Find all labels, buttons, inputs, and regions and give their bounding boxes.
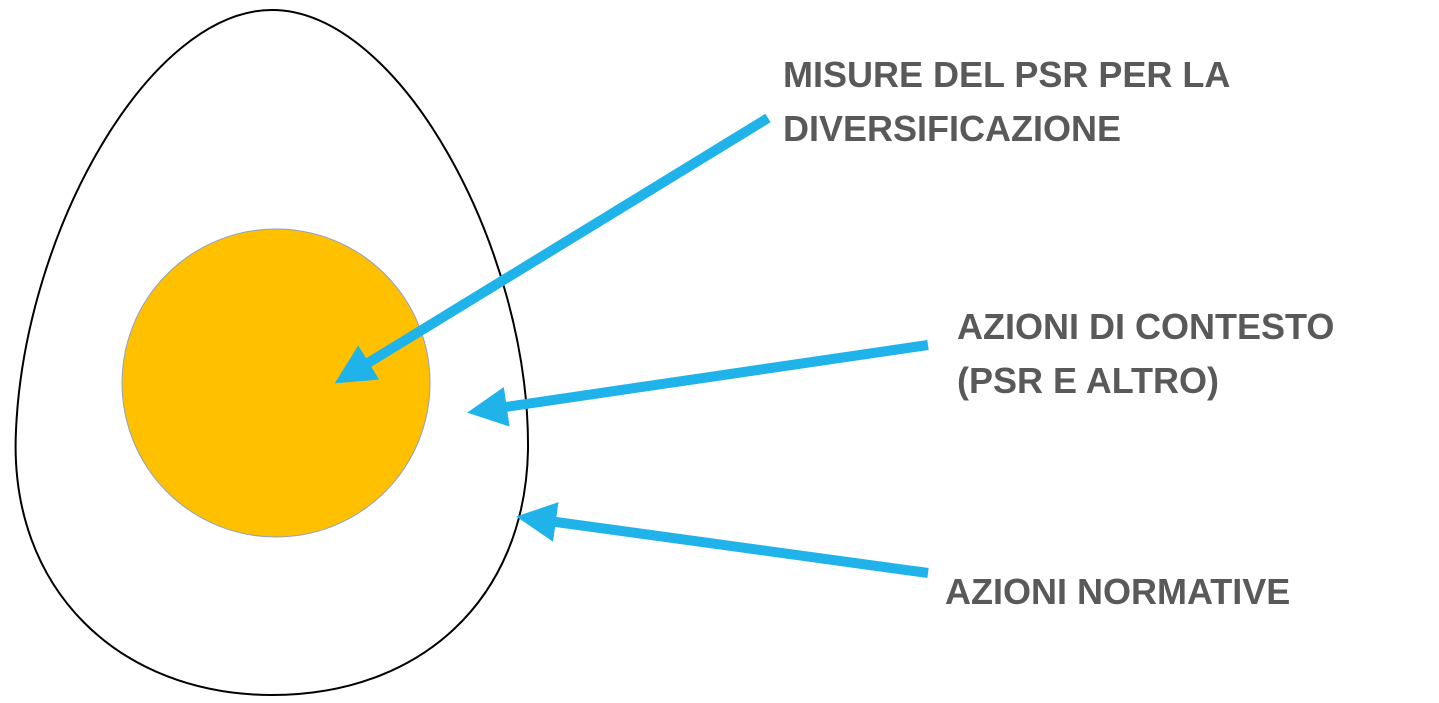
label-psr-measures-line1: MISURE DEL PSR PER LA xyxy=(783,54,1231,95)
label-psr-measures-line2: DIVERSIFICAZIONE xyxy=(783,108,1122,149)
label-psr-measures: MISURE DEL PSR PER LA DIVERSIFICAZIONE xyxy=(783,48,1230,156)
label-context-actions-line2: (PSR E ALTRO) xyxy=(957,360,1219,401)
label-context-actions-line1: AZIONI DI CONTESTO xyxy=(957,306,1335,347)
arrow-to-white xyxy=(467,340,929,427)
arrow-to-shell xyxy=(516,502,929,578)
label-regulatory-actions: AZIONI NORMATIVE xyxy=(945,565,1290,619)
arrow-to-yolk xyxy=(334,113,771,384)
egg-yolk xyxy=(121,228,431,538)
label-regulatory-actions-line1: AZIONI NORMATIVE xyxy=(945,571,1291,612)
label-context-actions: AZIONI DI CONTESTO (PSR E ALTRO) xyxy=(957,300,1334,408)
